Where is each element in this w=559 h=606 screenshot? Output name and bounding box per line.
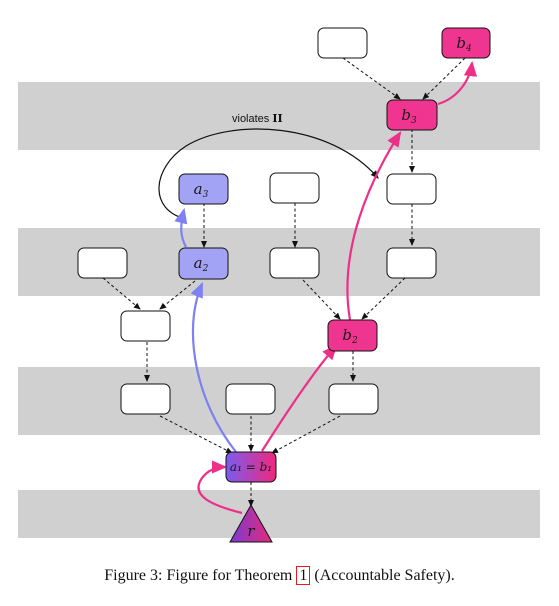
empty-block-left-mid	[120, 310, 171, 342]
empty-block-center	[269, 247, 320, 279]
block-b2: b2	[327, 319, 378, 352]
empty-block-center-low	[225, 383, 276, 415]
block-a2: a2	[178, 247, 229, 280]
arrow-root-b2	[261, 344, 338, 452]
edge-leftlow-root	[159, 415, 233, 454]
empty-block-left-low	[120, 383, 171, 415]
block-a3: a3	[178, 173, 229, 205]
edge-left-leftmid	[102, 277, 141, 310]
edge-top-empty-b3	[342, 57, 401, 100]
edge-a2-leftmid	[159, 280, 196, 310]
empty-block-top-center	[269, 172, 320, 204]
empty-blocks	[77, 27, 437, 415]
block-b3: b3	[386, 99, 438, 131]
arrow-root-a2	[190, 281, 237, 453]
violates-annotation: violates II	[232, 112, 283, 125]
edge-center-b2	[302, 279, 341, 320]
figure-caption: Figure 3: Figure for Theorem 1 (Accounta…	[0, 566, 559, 585]
violates-arrow	[158, 128, 379, 220]
edge-rightlow-root	[271, 415, 341, 454]
arrow-b2-b3	[346, 131, 402, 321]
svg-text:b3: b3	[401, 106, 417, 126]
block-root-a1-b1: a₁ = b₁	[225, 451, 277, 483]
empty-block-right-low	[328, 383, 379, 415]
theorem-reference-link[interactable]: 1	[296, 566, 311, 585]
root-block-label: a₁ = b₁	[230, 460, 272, 474]
svg-text:b2: b2	[342, 326, 358, 346]
empty-block-right	[386, 247, 437, 279]
genesis-r: r	[229, 503, 273, 543]
edge-b4-b3	[422, 57, 466, 100]
block-b4: b4	[441, 27, 491, 59]
arrow-a2-a3	[174, 207, 188, 248]
svg-text:b4: b4	[456, 34, 472, 54]
svg-text:a3: a3	[194, 180, 209, 200]
b-chain-arrows	[197, 60, 478, 515]
band-4	[18, 490, 540, 538]
a-chain-arrows	[174, 207, 237, 453]
genesis-label: r	[247, 522, 255, 540]
arrow-b3-b4	[437, 60, 478, 106]
empty-block-left	[77, 247, 128, 279]
empty-block-mid-right	[386, 173, 437, 205]
background-bands	[18, 82, 540, 538]
arrow-r-root	[197, 460, 243, 515]
band-1	[18, 82, 540, 150]
empty-block-top	[317, 27, 368, 59]
edge-right-b2	[361, 277, 406, 320]
svg-text:a2: a2	[194, 254, 209, 274]
parent-edges	[102, 57, 466, 507]
caption-suffix: (Accountable Safety).	[310, 567, 455, 584]
caption-prefix: Figure 3: Figure for Theorem	[104, 567, 297, 584]
